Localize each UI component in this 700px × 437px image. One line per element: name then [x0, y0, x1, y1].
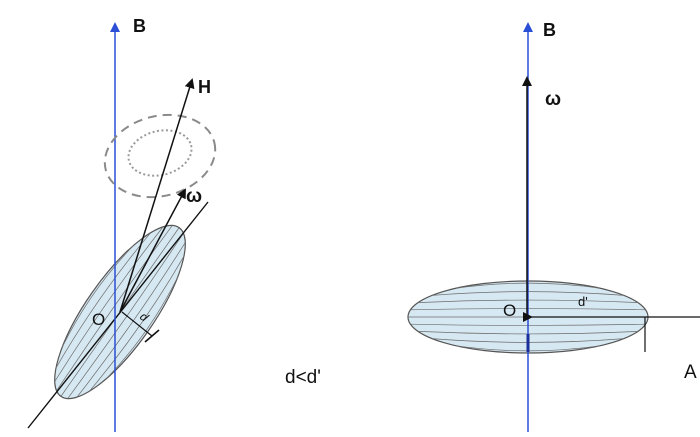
right-angular-velocity-label: ω	[545, 89, 561, 110]
left-angular-momentum-vector	[119, 78, 195, 313]
left-ellipsoid-meridian	[61, 245, 134, 348]
right-panel: B ω O d' A	[407, 20, 700, 432]
right-axis-label: A	[684, 362, 697, 383]
relation-text: d<d'	[285, 367, 321, 388]
left-angular-velocity-label: ω	[186, 186, 202, 207]
left-ellipsoid-meridian	[56, 225, 173, 391]
left-field-label: B	[133, 16, 146, 36]
left-origin-label: O	[92, 310, 105, 329]
left-distance-line	[121, 311, 153, 337]
left-precession-outer	[103, 113, 217, 199]
right-origin-label: O	[503, 301, 516, 320]
left-angular-velocity-vector	[119, 188, 186, 313]
right-distance-label: d'	[578, 294, 588, 309]
left-angular-momentum-label: H	[198, 77, 211, 97]
left-panel: B H ω O d	[27, 16, 217, 432]
left-ellipsoid-meridian	[67, 233, 184, 399]
left-ellipsoid-meridian	[54, 226, 164, 382]
left-distance-tick	[144, 329, 160, 343]
left-ellipsoid-meridian	[55, 232, 151, 368]
left-precession-inner	[127, 129, 193, 177]
left-ellipsoid-meridian	[106, 276, 179, 379]
left-ellipsoid-axis	[27, 201, 209, 429]
right-field-label: B	[543, 20, 556, 40]
